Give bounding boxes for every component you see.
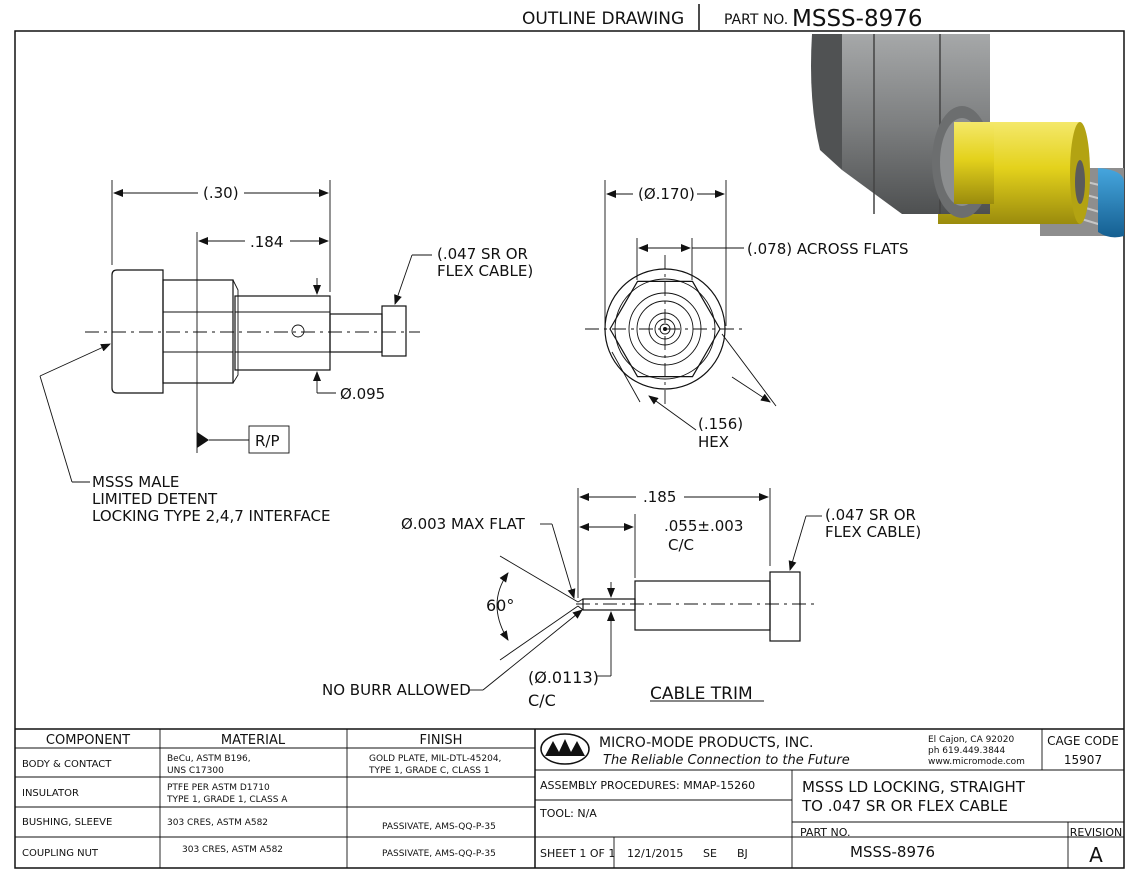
drawn-by: SE: [703, 847, 717, 860]
side-dim-diameter: Ø.095: [340, 385, 385, 403]
trim-cable-callout-2: FLEX CABLE): [825, 523, 921, 541]
table-row-finish-line2: TYPE 1, GRADE C, CLASS 1: [368, 766, 490, 776]
company-logo: [540, 733, 590, 765]
side-note-line2: LIMITED DETENT: [92, 490, 218, 508]
company-tagline: The Reliable Connection to the Future: [603, 753, 850, 768]
revision-value: A: [1089, 843, 1103, 867]
cable-trim-view: [468, 488, 822, 702]
table-row-material-line1: 303 CRES, ASTM A582: [167, 818, 268, 828]
header-title: OUTLINE DRAWING: [522, 9, 684, 29]
table-row-component: COUPLING NUT: [22, 848, 99, 859]
part-description-line2: TO .047 SR OR FLEX CABLE: [801, 797, 1008, 815]
table-row-material-line2: UNS C17300: [167, 766, 224, 776]
end-dim-diameter: (Ø.170): [638, 185, 695, 203]
trim-pin-diameter-cc: C/C: [528, 691, 556, 710]
table-row-material-line1: 303 CRES, ASTM A582: [182, 845, 283, 855]
reference-plane-label: R/P: [255, 432, 280, 450]
title-part-label: PART NO.: [800, 826, 850, 839]
table-header-material: MATERIAL: [221, 733, 286, 748]
cage-code-value: 15907: [1064, 753, 1102, 767]
end-view: [585, 180, 777, 431]
company-address: El Cajon, CA 92020: [928, 735, 1014, 745]
trim-dim-pin-cc: C/C: [668, 536, 694, 554]
table-row-finish-line1: PASSIVATE, AMS-QQ-P-35: [382, 822, 496, 832]
revision-label: REVISION: [1070, 826, 1122, 839]
company-website: www.micromode.com: [928, 757, 1025, 767]
side-note-line3: LOCKING TYPE 2,4,7 INTERFACE: [92, 507, 330, 525]
checked-by: BJ: [737, 847, 748, 860]
side-cable-callout-1: (.047 SR OR: [437, 245, 528, 263]
trim-dim-pin-length: .055±.003: [664, 517, 743, 535]
cage-code-label: CAGE CODE: [1047, 734, 1119, 748]
end-dim-hex-label: HEX: [698, 433, 729, 451]
trim-pin-diameter: (Ø.0113): [528, 668, 599, 687]
end-dim-across-flats: (.078) ACROSS FLATS: [747, 240, 909, 258]
table-row-material-line2: TYPE 1, GRADE 1, CLASS A: [166, 795, 288, 805]
table-row-component: INSULATOR: [22, 788, 79, 799]
tool-field: TOOL: N/A: [539, 807, 597, 820]
end-dim-hex-value: (.156): [698, 415, 743, 433]
drawing-date: 12/1/2015: [627, 847, 683, 860]
trim-max-flat: Ø.003 MAX FLAT: [401, 515, 526, 533]
side-note-line1: MSSS MALE: [92, 473, 179, 491]
trim-angle: 60°: [486, 596, 514, 615]
part-description-line1: MSSS LD LOCKING, STRAIGHT: [802, 778, 1026, 796]
header-part-label: PART NO.: [724, 12, 788, 28]
table-row-material-line1: PTFE PER ASTM D1710: [167, 783, 270, 793]
company-name: MICRO-MODE PRODUCTS, INC.: [599, 735, 814, 751]
table-row-finish-line1: PASSIVATE, AMS-QQ-P-35: [382, 849, 496, 859]
connector-render-image: [811, 34, 1124, 238]
side-dim-overall: (.30): [203, 184, 239, 202]
trim-no-burr: NO BURR ALLOWED: [322, 681, 471, 699]
side-dim-nut-to-end: .184: [250, 233, 283, 251]
company-phone: ph 619.449.3844: [928, 746, 1006, 756]
assembly-procedures: ASSEMBLY PROCEDURES: MMAP-15260: [540, 779, 755, 792]
title-part-number: MSSS-8976: [850, 843, 935, 861]
table-row-component: BUSHING, SLEEVE: [22, 817, 112, 828]
side-view: [39, 180, 432, 483]
table-row-material-line1: BeCu, ASTM B196,: [167, 754, 251, 764]
table-header-component: COMPONENT: [46, 733, 130, 748]
trim-cable-callout-1: (.047 SR OR: [825, 506, 916, 524]
sheet-number: SHEET 1 OF 1: [540, 847, 615, 860]
sheet-border: [14, 30, 1125, 869]
table-row-component: BODY & CONTACT: [22, 759, 112, 770]
materials-table-grid: [15, 728, 1124, 868]
side-cable-callout-2: FLEX CABLE): [437, 262, 533, 280]
trim-dim-length: .185: [643, 488, 676, 506]
cable-trim-title: CABLE TRIM: [650, 684, 753, 704]
header-part-number: MSSS-8976: [792, 6, 922, 32]
table-header-finish: FINISH: [420, 733, 463, 748]
table-row-finish-line1: GOLD PLATE, MIL-DTL-45204,: [369, 754, 501, 764]
